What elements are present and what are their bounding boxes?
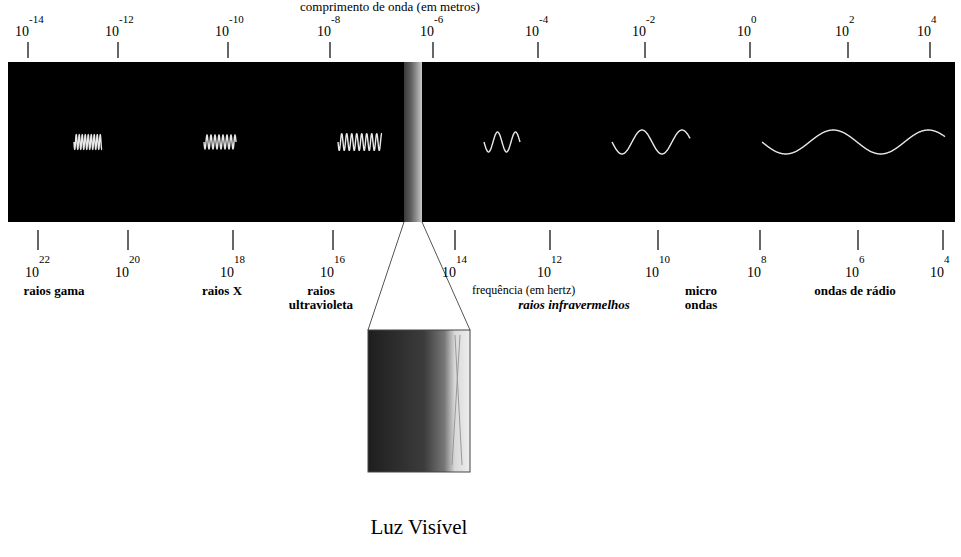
frequency-exponent: 4: [944, 254, 950, 266]
zoom-line: [368, 222, 404, 330]
axis-title: comprimento de onda (em metros): [300, 0, 480, 14]
wavelength-exponent: -8: [331, 14, 340, 26]
wavelength-exponent: 2: [849, 14, 855, 26]
wavelength-base: 10: [835, 25, 849, 40]
frequency-exponent: 14: [456, 254, 467, 266]
frequency-exponent: 20: [129, 254, 140, 266]
wavelength-exponent: -14: [29, 14, 44, 26]
axis-ticks: [28, 42, 943, 250]
wavelength-exponent: -12: [119, 14, 134, 26]
band-name: raios X: [186, 284, 258, 298]
frequency-base: 10: [845, 266, 859, 281]
wavelength-exponent: -4: [539, 14, 548, 26]
frequency-exponent: 18: [234, 254, 245, 266]
frequency-base: 10: [442, 266, 456, 281]
zoom-line: [422, 222, 470, 330]
frequency-exponent: 8: [761, 254, 767, 266]
wavelength-base: 10: [632, 25, 646, 40]
wave-strokes: [74, 130, 945, 154]
frequency-base: 10: [645, 266, 659, 281]
frequency-exponent: 10: [659, 254, 670, 266]
wavelength-base: 10: [737, 25, 751, 40]
wavelength-base: 10: [15, 25, 29, 40]
visible-texture: [452, 335, 462, 465]
frequency-exponent: 22: [39, 254, 50, 266]
band-name: ondas de rádio: [810, 284, 900, 298]
frequency-base: 10: [25, 266, 39, 281]
wavelength-base: 10: [420, 25, 434, 40]
wavelength-exponent: -2: [646, 14, 655, 26]
visible-light-box: [368, 330, 470, 472]
wavelength-base: 10: [215, 25, 229, 40]
wavelength-base: 10: [105, 25, 119, 40]
visible-strip: [404, 62, 422, 222]
axis-title: frequência (em hertz): [472, 284, 575, 297]
wavelength-base: 10: [917, 25, 931, 40]
wavelength-base: 10: [317, 25, 331, 40]
wavelength-exponent: -6: [434, 14, 443, 26]
frequency-base: 10: [220, 266, 234, 281]
frequency-exponent: 16: [334, 254, 345, 266]
frequency-exponent: 6: [859, 254, 865, 266]
wavelength-exponent: -10: [229, 14, 244, 26]
frequency-base: 10: [930, 266, 944, 281]
band-name: raios infravermelhos: [508, 298, 640, 312]
visible-light-label: Luz Visível: [344, 516, 494, 538]
wavelength-exponent: 4: [931, 14, 937, 26]
wavelength-base: 10: [525, 25, 539, 40]
frequency-base: 10: [537, 266, 551, 281]
wavelength-exponent: 0: [751, 14, 757, 26]
frequency-base: 10: [747, 266, 761, 281]
frequency-exponent: 12: [551, 254, 562, 266]
spectrum-band: [8, 62, 955, 222]
band-name: raios ultravioleta: [278, 284, 364, 311]
frequency-base: 10: [320, 266, 334, 281]
band-name: micro ondas: [668, 284, 734, 311]
frequency-base: 10: [115, 266, 129, 281]
band-name: raios gama: [22, 284, 86, 298]
